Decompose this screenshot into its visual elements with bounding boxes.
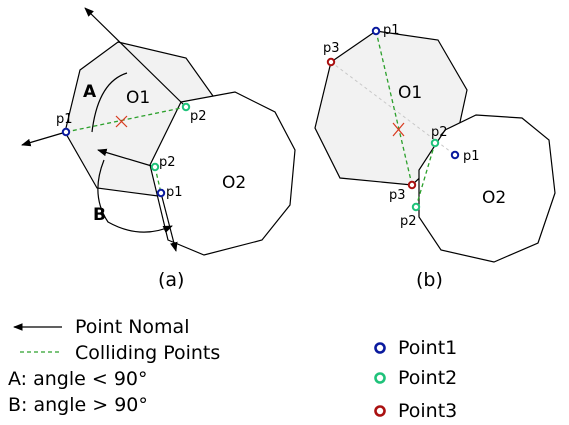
panel-b-p1-top-label: p1 [383, 23, 400, 38]
panel-a-o1-center-cross [115, 115, 128, 128]
panel-b-point1-mid [450, 150, 460, 160]
panel-a-point2-top [181, 102, 191, 112]
panel-a-angle-a-arc [91, 72, 128, 133]
panel-b-p2-mid-label: p2 [431, 125, 448, 140]
panel-b-p3-top-label: p3 [323, 41, 340, 56]
legend-point1-marker [374, 342, 386, 354]
panel-a-normal-arrow-mid [97, 148, 156, 168]
panel-b-p1-mid-label: p1 [463, 149, 480, 164]
legend-right: Point1 Point2 Point3 [374, 337, 457, 422]
panel-a-p1-left-label: p1 [56, 112, 73, 127]
panel-a-caption: (a) [158, 269, 184, 291]
panel-a-p2-top-label: p2 [190, 109, 207, 124]
panel-b-o2-label: O2 [482, 188, 506, 208]
legend-colliding-points-label: Colliding Points [75, 342, 220, 364]
panel-a-angle-a-label: A [83, 82, 97, 102]
panel-b-caption: (b) [416, 269, 443, 291]
panel-a-colliding-line-2 [154, 166, 162, 194]
panel-a-p1-mid-label: p1 [166, 185, 183, 200]
panel-a-angle-b-arc [97, 159, 173, 233]
panel-a-o2-polygon [149, 91, 296, 256]
legend-angle-b-text: B: angle > 90° [8, 394, 148, 416]
panel-b-point2-mid [430, 138, 440, 148]
panel-a-point1-mid [156, 188, 166, 198]
panel-b-p3-bot-label: p3 [389, 188, 406, 203]
legend-point-normal-label: Point Nomal [75, 316, 189, 338]
panel-b-colliding-line [375, 30, 413, 186]
legend-point3-label: Point3 [398, 400, 457, 422]
panel-a-o2-label: O2 [222, 173, 246, 193]
panel-b-point2-bot [411, 202, 421, 212]
panel-a-p2-mid-label: p2 [159, 155, 176, 170]
panel-a-angle-b-label: B [93, 205, 106, 225]
legend-point2-label: Point2 [398, 367, 457, 389]
panel-b-grey-dashed-line [330, 61, 456, 156]
legend-point1-label: Point1 [398, 337, 457, 359]
panel-a-normal-arrow-left [21, 131, 67, 147]
panel-b-point3-bot [407, 180, 417, 190]
legend-point2-marker [374, 372, 386, 384]
panel-b: O1 O2 p1 p3 p2 p1 p3 p2 (b) [314, 23, 556, 291]
panel-b-point3-top [326, 57, 336, 67]
panel-b-point1-top [371, 26, 381, 36]
panel-b-p2-bot-label: p2 [400, 214, 417, 229]
panel-a-point2-mid [150, 162, 160, 172]
panel-b-o1-label: O1 [398, 83, 422, 103]
panel-b-o1-center-cross [392, 122, 405, 137]
panel-a-point1-left [61, 127, 71, 137]
panel-a-o1-label: O1 [126, 88, 150, 108]
legend-angle-a-text: A: angle < 90° [8, 368, 148, 390]
panel-a-normal-arrow-top [84, 7, 187, 108]
legend-point3-marker [374, 405, 386, 417]
panel-a-normal-arrow-bottom [160, 192, 178, 252]
panel-a: O1 O2 A B p1 p2 p2 p1 (a) [21, 7, 296, 291]
legend-left: Point Nomal Colliding Points A: angle < … [8, 316, 220, 416]
